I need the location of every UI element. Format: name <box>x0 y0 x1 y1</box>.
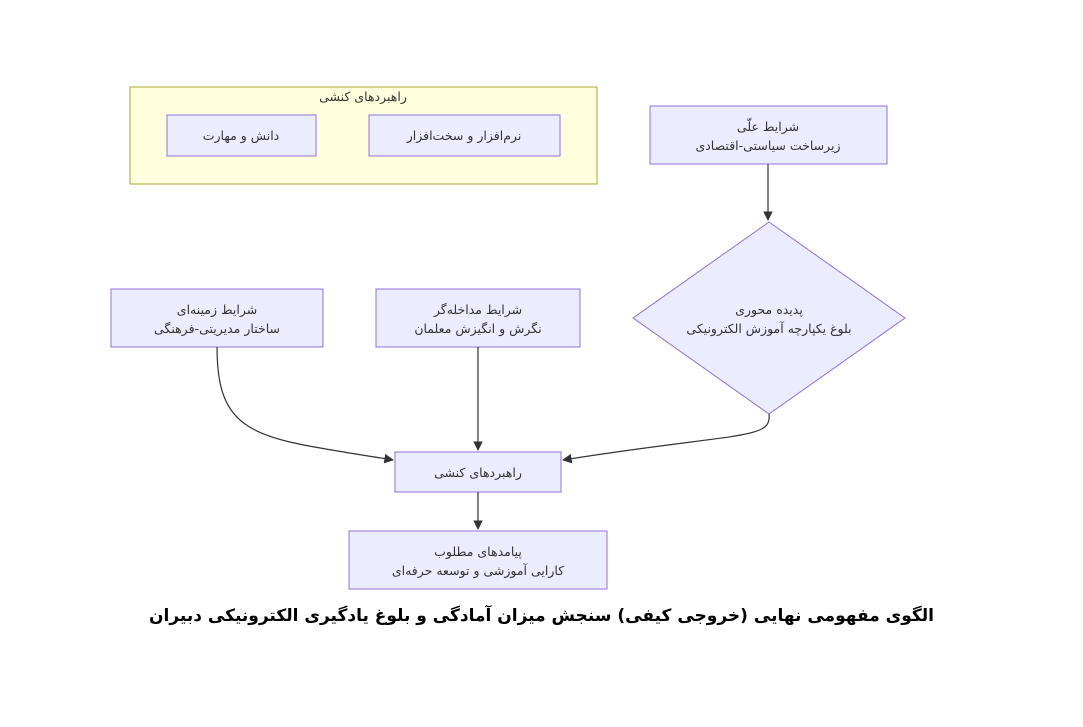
node-subtitle: ساختار مدیریتی-فرهنگی <box>154 321 280 337</box>
node-title: شرایط مداخله‌گر <box>433 302 522 318</box>
node-title: پیامدهای مطلوب <box>434 544 522 560</box>
node-causal-conditions: شرایط علّی زیرساخت سیاستی-اقتصادی <box>649 105 888 165</box>
node-subtitle: کارایی آموزشی و توسعه حرفه‌ای <box>392 563 564 579</box>
node-title: پدیده محوری <box>735 302 803 318</box>
group-action-strategies: راهبردهای کنشی دانش و مهارت نرم‌افزار و … <box>129 86 598 185</box>
node-intervening-conditions: شرایط مداخله‌گر نگرش و انگیزش معلمان <box>375 288 581 348</box>
figure-caption: الگوی مفهومی نهایی (خروجی کیفی) سنجش میز… <box>149 606 934 626</box>
node-contextual-conditions: شرایط زمینه‌ای ساختار مدیریتی-فرهنگی <box>110 288 324 348</box>
node-title: شرایط زمینه‌ای <box>177 302 257 318</box>
node-label: راهبردهای کنشی <box>434 465 522 481</box>
node-outcomes: پیامدهای مطلوب کارایی آموزشی و توسعه حرف… <box>348 530 608 590</box>
node-software-hardware: نرم‌افزار و سخت‌افزار <box>368 114 561 157</box>
node-subtitle: زیرساخت سیاستی-اقتصادی <box>695 138 840 154</box>
node-subtitle: نگرش و انگیزش معلمان <box>414 321 541 337</box>
node-title: شرایط علّی <box>737 117 799 135</box>
node-core-phenomenon: پدیده محوری بلوغ یکپارچه آموزش الکترونیک… <box>632 221 906 415</box>
edge-context-to-strategies <box>216 346 394 464</box>
node-label: دانش و مهارت <box>203 128 280 144</box>
node-subtitle: بلوغ یکپارچه آموزش الکترونیکی <box>686 321 851 337</box>
group-title: راهبردهای کنشی <box>319 89 407 105</box>
node-label: نرم‌افزار و سخت‌افزار <box>406 128 522 144</box>
node-knowledge-skills: دانش و مهارت <box>166 114 317 157</box>
node-action-strategies: راهبردهای کنشی <box>394 451 562 493</box>
edge-core-to-strategies <box>562 413 770 464</box>
